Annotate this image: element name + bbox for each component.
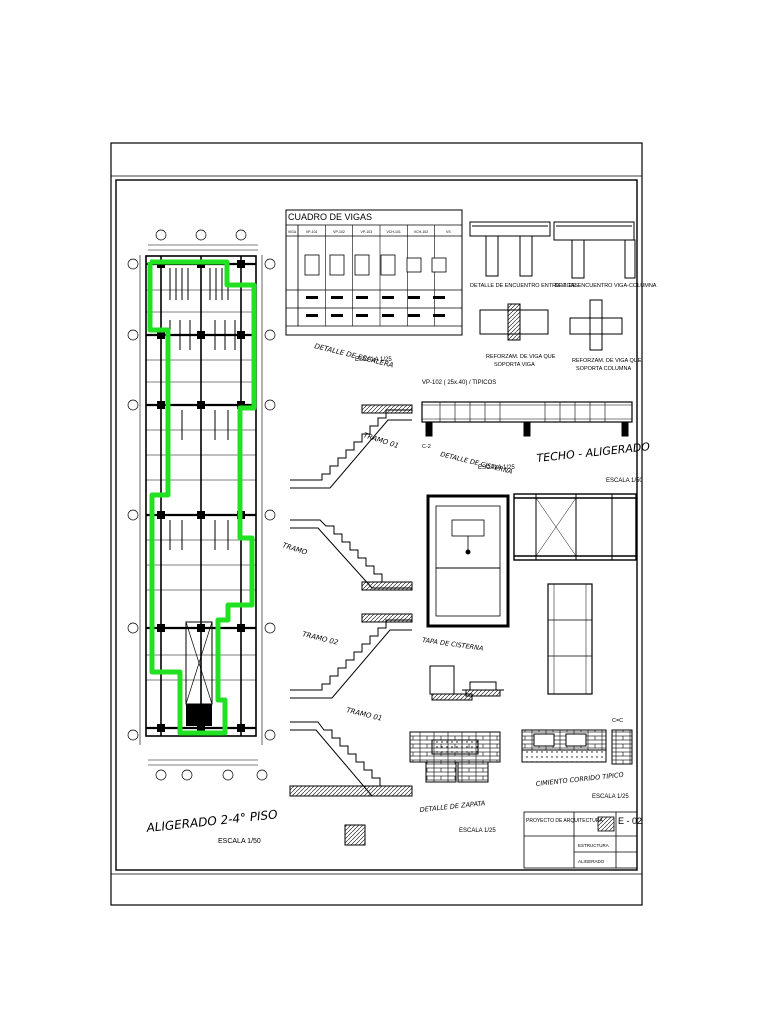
beam-schedule-header: VP-102 bbox=[333, 230, 345, 234]
main-plan-title: ALIGERADO 2-4° PISO bbox=[145, 807, 278, 835]
tramo-01-label-a: TRAMO 01 bbox=[362, 431, 399, 450]
title-block-project: PROYECTO DE ARQUITECTURA bbox=[526, 818, 604, 824]
beam-schedule-header: VCH-102 bbox=[414, 230, 428, 234]
tapa-cisterna-label: TAPA DE CISTERNA bbox=[422, 636, 484, 652]
strip-footing-title: CIMIENTO CORRIDO TIPICO bbox=[535, 771, 624, 788]
beam-joint-details bbox=[469, 221, 636, 351]
beam-schedule-headers: VIGA VP-101 VP-102 VP-103 VCH-101 VCH-102 VS bbox=[288, 225, 451, 326]
sheet-code: E - 02 bbox=[618, 816, 642, 826]
tramo-side-label: TRAMO bbox=[281, 541, 308, 557]
main-floor-plan bbox=[127, 229, 276, 781]
footing-detail-scale: ESCALA 1/25 bbox=[459, 828, 496, 834]
sheet-inner-frame bbox=[115, 179, 638, 871]
title-block bbox=[523, 811, 638, 869]
highlight-outline bbox=[147, 259, 257, 736]
roof-plan-title: TECHO - ALIGERADO bbox=[536, 440, 651, 465]
sheet-outer-frame bbox=[110, 142, 643, 906]
beam-schedule-header: VP-101 bbox=[306, 230, 318, 234]
label-refuerzo-col-1: REFORZAM. DE VIGA QUE bbox=[572, 358, 642, 364]
cistern-detail-title: DETALLE DE CISTERNA bbox=[440, 450, 514, 476]
title-block-discipline: ESTRUCTURA bbox=[578, 843, 609, 848]
stair-detail-scale: ESCALA 1/25 bbox=[355, 357, 392, 363]
footing-detail bbox=[409, 731, 501, 783]
beam-schedule-table: CUADRO DE VIGAS bbox=[285, 209, 463, 336]
beam-schedule-header: VS bbox=[446, 230, 451, 234]
tramo-01-label-b: TRAMO 01 bbox=[346, 706, 383, 723]
ca-label: C=C bbox=[612, 718, 623, 724]
beam-schedule-header: VP-103 bbox=[360, 230, 372, 234]
label-encuentro-viga-columna: DET. DE ENCUENTRO VIGA-COLUMNA bbox=[555, 283, 657, 289]
label-refuerzo-viga-2: SOPORTA VIGA bbox=[494, 362, 535, 368]
beam-elevation-vp102 bbox=[421, 401, 633, 437]
label-refuerzo-col-2: SOPORTA COLUMNA bbox=[576, 366, 631, 372]
beam-schedule-header: VIGA bbox=[288, 230, 297, 234]
roof-plan bbox=[513, 493, 637, 695]
cistern-lid-details bbox=[429, 665, 504, 701]
stair-detail-title: DETALLE DE ESCALERA bbox=[314, 342, 395, 369]
tramo-02-label: TRAMO 02 bbox=[302, 630, 340, 647]
stair-sections bbox=[289, 404, 413, 846]
beam-schedule-title: CUADRO DE VIGAS bbox=[288, 212, 372, 222]
roof-plan-scale: ESCALA 1/50 bbox=[606, 478, 643, 484]
label-encuentro-vigas: DETALLE DE ENCUENTRO ENTRE VIGAS bbox=[470, 283, 578, 289]
strip-footing-detail bbox=[521, 729, 633, 765]
title-block-drawing: ALIGERADO bbox=[578, 859, 605, 864]
label-refuerzo-viga-1: REFORZAM. DE VIGA QUE bbox=[486, 354, 556, 360]
cistern-detail-scale: ESCALA 1/25 bbox=[478, 465, 515, 471]
footing-detail-title: DETALLE DE ZAPATA bbox=[419, 799, 485, 814]
strip-footing-scale: ESCALA 1/25 bbox=[592, 794, 629, 800]
c2-label: C-2 bbox=[422, 444, 431, 450]
cistern-plan bbox=[426, 494, 510, 628]
main-plan-scale: ESCALA 1/50 bbox=[218, 838, 261, 845]
vp-beam-label: VP-102 ( 25x.40) / TIPICOS bbox=[422, 380, 496, 386]
beam-schedule-header: VCH-101 bbox=[386, 230, 400, 234]
